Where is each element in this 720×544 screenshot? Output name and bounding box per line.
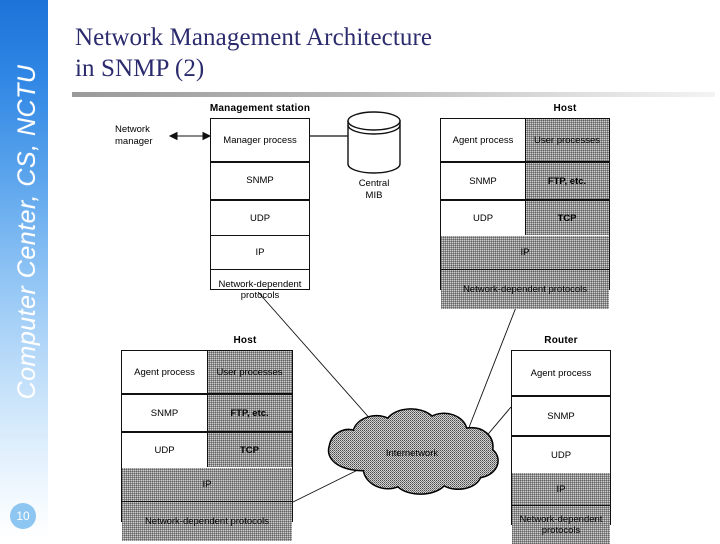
host-bottom-right-ftp: FTP, etc. — [230, 407, 269, 419]
router-row-netdep: Network-dependent protocols — [512, 506, 610, 544]
sidebar-vertical-label: Computer Center, CS, NCTU — [12, 64, 41, 400]
diagram-connectors-svg — [168, 111, 523, 503]
host-bottom-box: Agent process User processes SNMP FTP, e… — [121, 350, 293, 541]
mgmt-row-netdep: Network-dependent protocols — [218, 278, 302, 301]
host-top-left-snmp: SNMP — [469, 175, 497, 187]
network-manager-arrow — [168, 131, 212, 141]
link-mgmt-to-cloud — [257, 291, 381, 431]
host-top-row-netdep: Network-dependent protocols — [441, 270, 609, 309]
host-top-right-column-fill — [525, 119, 609, 235]
central-mib-label-line2: MIB — [365, 190, 383, 201]
router-row-udp: UDP — [550, 449, 572, 461]
router-row-ip: IP — [512, 473, 610, 505]
router-row-agent-process: Agent process — [530, 367, 592, 379]
router-row-snmp: SNMP — [547, 410, 575, 422]
host-top-right-ftp: FTP, etc. — [547, 175, 587, 187]
host-top-column-divider — [525, 119, 526, 235]
host-bottom-title: Host — [233, 335, 257, 346]
network-manager-label-line1: Network — [115, 124, 150, 135]
host-bottom-right-user-processes: User processes — [216, 366, 283, 378]
page-number-badge: 10 — [10, 503, 36, 529]
management-station-title: Management station — [209, 103, 311, 114]
page-title-line2: in SNMP (2) — [75, 55, 205, 82]
host-top-left-agent-process: Agent process — [452, 134, 514, 146]
network-manager-label: Network manager — [115, 124, 175, 148]
mgmt-sep-1 — [211, 161, 309, 163]
link-hosttop-to-cloud — [467, 291, 523, 431]
host-bottom-row-ip: IP — [122, 468, 292, 501]
host-bottom-right-column-fill — [207, 351, 292, 467]
host-top-row-ip: IP — [441, 236, 609, 269]
management-station-box: Manager process SNMP UDP IP Network-depe… — [210, 118, 310, 301]
sidebar-gradient-bar: Computer Center, CS, NCTU 10 — [0, 0, 48, 540]
host-top-box: Agent process User processes SNMP FTP, e… — [440, 118, 610, 309]
host-bottom-left-snmp: SNMP — [150, 407, 179, 419]
mgmt-sep-3 — [211, 235, 309, 236]
router-box: Agent process SNMP UDP IP Network-depend… — [511, 350, 611, 544]
host-bottom-left-udp: UDP — [154, 444, 175, 456]
title-underline-rule — [72, 92, 715, 97]
mgmt-row-manager-process: Manager process — [223, 134, 297, 146]
central-mib-label: Central MIB — [334, 178, 414, 202]
mgmt-row-ip: IP — [255, 247, 265, 258]
network-manager-label-line2: manager — [115, 136, 153, 147]
host-bottom-row-netdep: Network-dependent protocols — [122, 502, 292, 541]
host-top-sep-4 — [441, 269, 609, 270]
host-top-right-user-processes: User processes — [534, 134, 600, 146]
router-sep-4 — [512, 505, 610, 506]
snmp-architecture-diagram: Internetwork Network manager Central MIB… — [60, 100, 720, 544]
host-top-right-tcp: TCP — [557, 212, 577, 224]
router-sep-2 — [512, 435, 610, 437]
router-title: Router — [544, 335, 578, 346]
mgmt-row-udp: UDP — [249, 212, 271, 224]
host-bottom-sep-4 — [122, 501, 292, 502]
page-title-line1: Network Management Architecture — [75, 24, 433, 51]
host-top-title: Host — [553, 103, 577, 114]
mgmt-sep-4 — [211, 269, 309, 270]
mgmt-row-snmp: SNMP — [246, 175, 274, 186]
central-mib-label-line1: Central — [358, 178, 390, 189]
host-bottom-right-tcp: TCP — [240, 444, 259, 456]
host-top-left-udp: UDP — [472, 212, 494, 224]
mgmt-sep-2 — [211, 199, 309, 201]
router-sep-1 — [512, 395, 610, 397]
host-bottom-column-divider — [207, 351, 208, 467]
central-mib-cylinder — [347, 111, 401, 174]
page-title: Network Management Architecture in SNMP … — [75, 22, 675, 84]
cloud-label: Internetwork — [385, 448, 439, 459]
internetwork-cloud — [327, 408, 499, 495]
host-bottom-left-agent-process: Agent process — [134, 366, 195, 378]
